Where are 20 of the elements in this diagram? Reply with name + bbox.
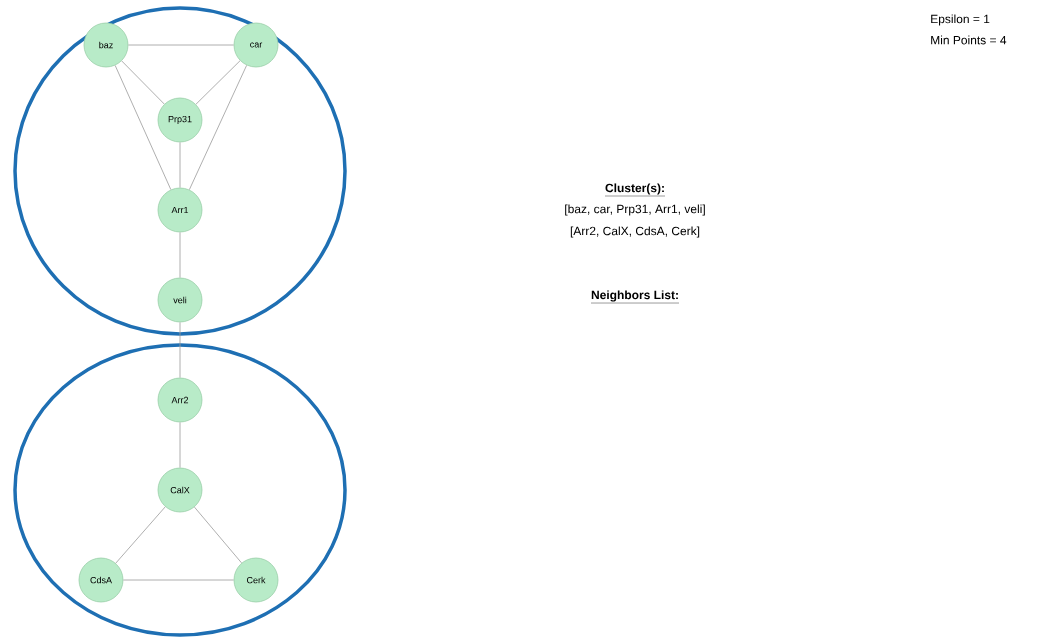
heading-text: Neighbors List: bbox=[590, 290, 680, 304]
connector-line bbox=[179, 422, 181, 468]
label-text: [baz, car, Prp31, Arr1, veli] bbox=[565, 204, 705, 216]
connector-line bbox=[194, 506, 242, 564]
connector-line bbox=[179, 142, 181, 188]
label-text: [Arr2, CalX, CdsA, Cerk] bbox=[570, 226, 700, 238]
connector-line bbox=[188, 64, 248, 191]
connector-line bbox=[123, 579, 234, 581]
label-text: Min Points = 4 bbox=[931, 35, 1007, 45]
connector-line bbox=[121, 60, 165, 105]
label-text: Epsilon = 1 bbox=[931, 14, 990, 26]
cluster-ellipse bbox=[13, 343, 347, 637]
connector-line bbox=[128, 44, 234, 46]
connector-line bbox=[179, 322, 181, 378]
heading-text: Cluster(s): bbox=[604, 183, 666, 197]
connector-line bbox=[114, 65, 172, 190]
connector-line bbox=[115, 506, 166, 564]
cluster-ellipse bbox=[13, 6, 347, 336]
connector-line bbox=[195, 60, 241, 105]
connector-line bbox=[179, 232, 181, 278]
